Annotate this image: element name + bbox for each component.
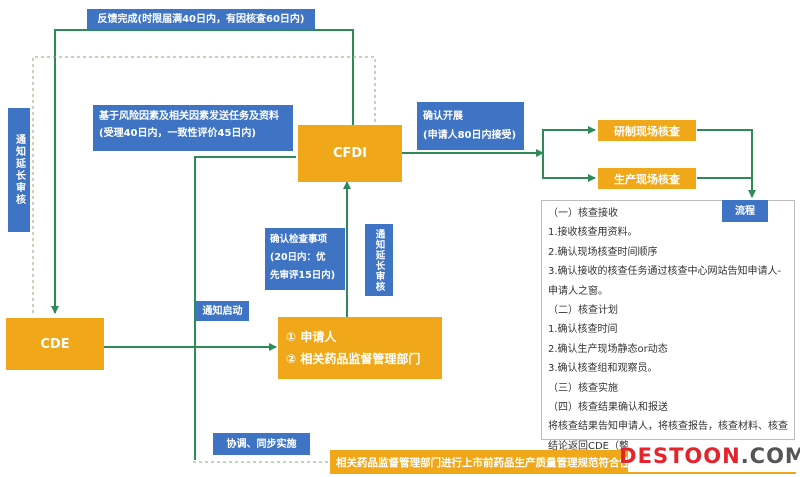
process-step: 2.确认生产现场静态or动态 — [548, 343, 668, 355]
process-label-text: 流程 — [735, 205, 755, 217]
rd-inspection-node: 研制现场核查 — [598, 120, 696, 141]
confirm-start-label: 确认开展 (申请人80日内接受) — [417, 102, 524, 150]
confirm-items-line-1: 确认检查事项 — [270, 234, 328, 245]
notify-extend-left-text: 通知延长审核 — [13, 134, 25, 206]
coordinate-sync-text: 协调、同步实施 — [226, 438, 297, 450]
arrow-rd-to-process — [697, 129, 756, 198]
dashed-feedback-path — [32, 56, 376, 313]
cde-node: CDE — [6, 318, 104, 370]
process-step: （二）核查计划 — [548, 305, 618, 317]
gmp-check-label: 相关药品监督管理部门进行上市前药品生产质量管理规范符合性检查（若需要） — [336, 456, 704, 469]
confirm-items-line-3: 先审评15日内) — [270, 270, 336, 281]
confirm-start-line-2: (申请人80日内接受) — [423, 130, 517, 141]
process-step: 3.确认接收的核查任务通过核查中心网站告知申请人-申请人之窗。 — [548, 266, 782, 297]
watermark-logo: DESTOON.COM — [619, 440, 800, 472]
process-step: 3.确认核查组和观察员。 — [548, 363, 658, 375]
notify-extend-right-text: 通知延长审核 — [373, 228, 385, 292]
arrow-cde-to-cfdi-task — [194, 156, 296, 460]
process-step: （三）核查实施 — [548, 382, 618, 394]
arrow-to-rd-inspection — [542, 126, 596, 153]
process-step: 2.确认现场核查时间顺序 — [548, 246, 658, 258]
confirm-items-label: 确认检查事项 (20日内：优 先审评15日内) — [265, 228, 345, 290]
coordinate-sync-label: 协调、同步实施 — [213, 433, 310, 455]
watermark-suffix: .COM — [740, 444, 800, 468]
production-inspection-label: 生产现场核查 — [614, 172, 680, 186]
process-steps-box: （一）核查接收 1.接收核查用资料。 2.确认现场核查时间顺序 3.确认接收的核… — [541, 200, 795, 452]
process-step: （四）核查结果确认和报送 — [548, 402, 668, 414]
feedback-complete-label: 反馈完成(时限届满40日内，有因核查60日内) — [87, 9, 315, 29]
process-step: （一）核查接收 — [548, 208, 618, 219]
notify-start-label: 通知启动 — [196, 301, 249, 321]
cde-label: CDE — [40, 336, 70, 352]
applicant-line-1: ① 申请人 — [286, 330, 337, 344]
applicant-node: ① 申请人 ② 相关药品监督管理部门 — [278, 317, 442, 379]
risk-factors-line-1: 基于风险因素及相关因素发送任务及资料 — [99, 111, 279, 122]
cfdi-label: CFDI — [332, 146, 368, 161]
risk-factors-line-2: (受理40日内，一致性评价45日内) — [99, 128, 256, 139]
risk-factors-label: 基于风险因素及相关因素发送任务及资料 (受理40日内，一致性评价45日内) — [93, 105, 293, 151]
notify-extend-left-label: 通知延长审核 — [8, 108, 30, 232]
cfdi-node: CFDI — [298, 125, 402, 182]
process-label: 流程 — [722, 200, 768, 222]
applicant-line-2: ② 相关药品监督管理部门 — [286, 352, 421, 366]
rd-inspection-label: 研制现场核查 — [614, 124, 680, 138]
confirm-items-line-2: (20日内：优 — [270, 252, 326, 263]
production-inspection-node: 生产现场核查 — [598, 168, 696, 189]
process-step: 将核查结果告知申请人，将核查报告，核查材料、核查结论返回CDE（整改资料15天） — [548, 421, 788, 452]
process-step: 1.接收核查用资料。 — [548, 227, 638, 239]
arrow-cfdi-to-cde-feedback — [51, 29, 354, 314]
arrow-to-production-inspection — [542, 153, 596, 182]
process-step: 1.确认核查时间 — [548, 324, 618, 336]
confirm-start-line-1: 确认开展 — [423, 111, 463, 122]
notify-extend-right-label: 通知延长审核 — [365, 224, 393, 296]
watermark-main: DESTOON — [619, 444, 741, 468]
notify-start-text: 通知启动 — [202, 305, 243, 317]
feedback-complete-text: 反馈完成(时限届满40日内，有因核查60日内) — [97, 13, 305, 25]
